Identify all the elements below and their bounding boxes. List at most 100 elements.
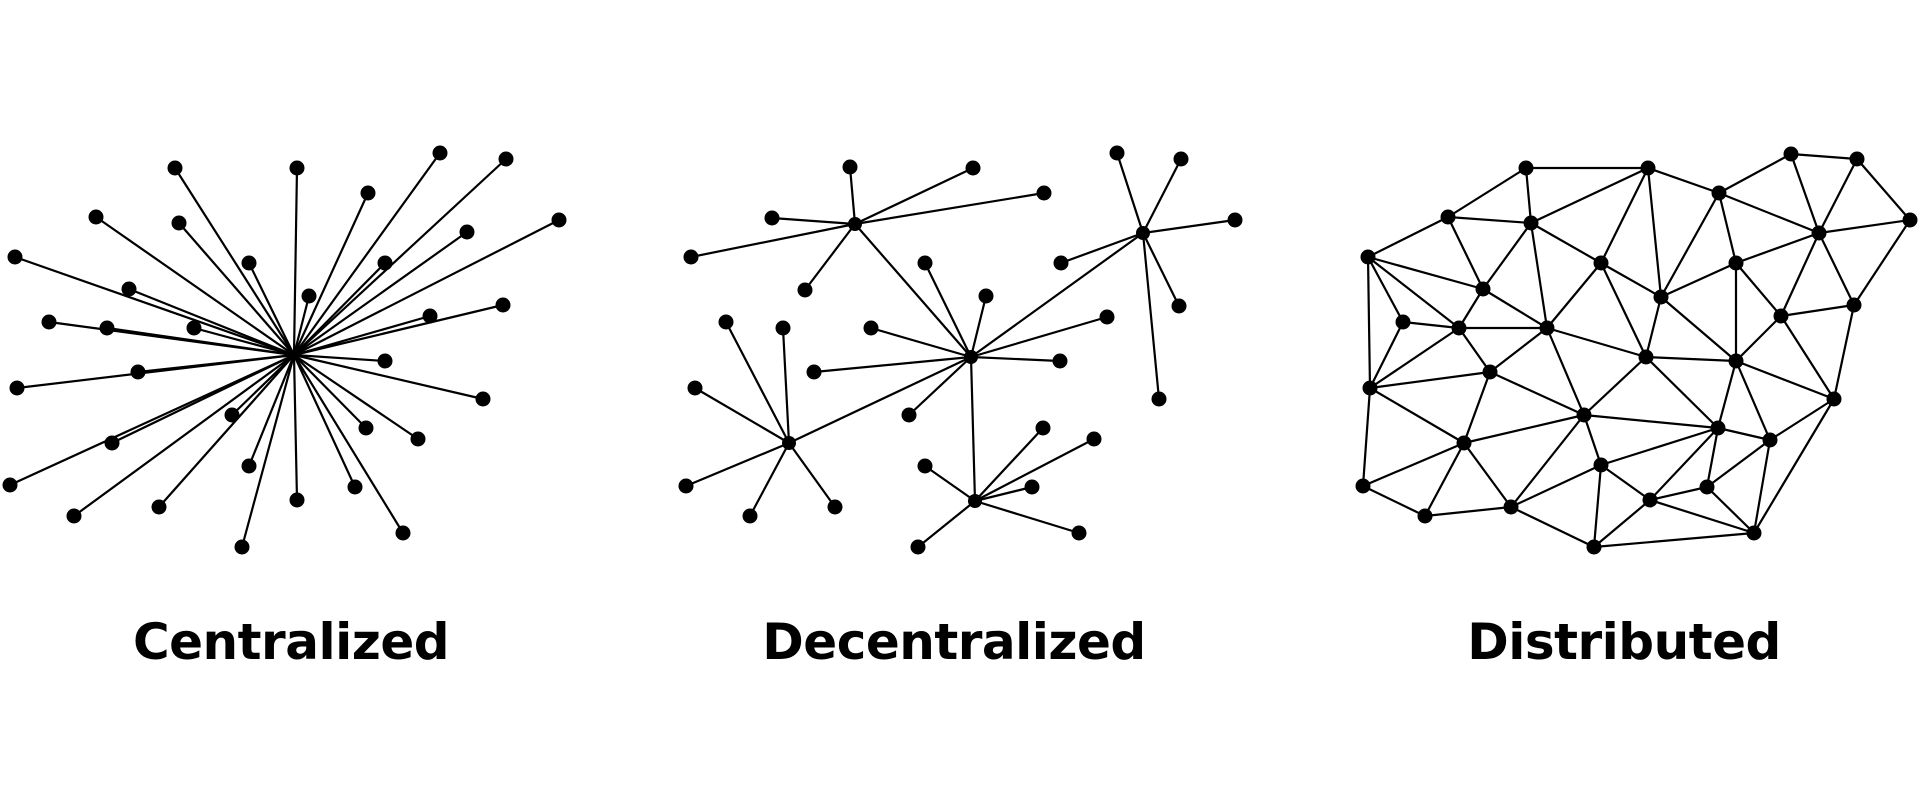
network-node (1440, 209, 1456, 225)
network-edge (1462, 370, 1492, 445)
network-node (360, 185, 376, 201)
network-edge (292, 191, 370, 357)
network-edge (192, 326, 296, 357)
network-node (1518, 160, 1534, 176)
network-node (475, 391, 491, 407)
network-node (1523, 215, 1539, 231)
network-edge (803, 222, 857, 292)
network-edge (1592, 463, 1603, 549)
network-edge (1115, 151, 1145, 235)
network-edge (247, 261, 296, 357)
network-edge (1457, 287, 1485, 330)
network-edge (292, 261, 387, 357)
network-edge (684, 441, 791, 488)
decentralized-network (678, 145, 1243, 555)
network-edge (1545, 261, 1603, 330)
network-node (1539, 320, 1555, 336)
network-node (797, 282, 813, 298)
decentralized-label: Decentralized (762, 613, 1146, 671)
network-node (1773, 308, 1789, 324)
network-edge (1366, 255, 1405, 324)
network-node (1640, 160, 1656, 176)
network-node (1360, 249, 1376, 265)
network-edge (292, 353, 420, 441)
network-node (1503, 499, 1519, 515)
network-node (1109, 145, 1125, 161)
network-node (1227, 212, 1243, 228)
network-edge (1817, 157, 1859, 235)
network-node (1711, 185, 1727, 201)
network-edge (1529, 221, 1549, 330)
network-node (910, 539, 926, 555)
network-node (1762, 432, 1778, 448)
network-edge (1366, 215, 1450, 259)
network-edge (1659, 191, 1721, 299)
network-edge (15, 353, 296, 390)
network-edge (1717, 191, 1738, 265)
hub-node (968, 494, 982, 508)
network-edge (1734, 359, 1772, 442)
network-node (1482, 364, 1498, 380)
network-edge (292, 353, 485, 401)
network-edge (748, 441, 791, 518)
network-node (1728, 353, 1744, 369)
network-edge (1509, 505, 1596, 549)
network-node (422, 308, 438, 324)
network-node (1783, 146, 1799, 162)
network-edge (292, 353, 299, 502)
network-edge (1545, 326, 1648, 359)
network-edge (923, 261, 973, 359)
network-edge (1524, 166, 1533, 225)
network-edge (1462, 441, 1513, 509)
network-node (1642, 492, 1658, 508)
network-edge (292, 353, 405, 535)
network-edge (1446, 215, 1533, 225)
network-node (1699, 479, 1715, 495)
network-node (1151, 391, 1167, 407)
network-node (1173, 151, 1189, 167)
network-edge (853, 166, 975, 226)
network-edge (787, 355, 973, 445)
network-node (495, 297, 511, 313)
network-node (1593, 457, 1609, 473)
network-node (842, 159, 858, 175)
centralized-network (2, 145, 567, 555)
network-edge (1855, 157, 1912, 222)
network-edge (1481, 287, 1549, 330)
network-edge (173, 166, 296, 357)
network-edge (969, 294, 988, 359)
network-edge (1717, 191, 1821, 235)
network-node (742, 508, 758, 524)
network-node (151, 499, 167, 515)
network-node (1826, 391, 1842, 407)
network-edge (1779, 314, 1836, 401)
network-node (1036, 185, 1052, 201)
network-node (1576, 407, 1592, 423)
network-edge (1509, 413, 1586, 509)
network-edge (1488, 326, 1549, 374)
network-node (1586, 539, 1602, 555)
network-node (775, 320, 791, 336)
network-node (377, 353, 393, 369)
network-node (1171, 298, 1187, 314)
network-edge (1817, 231, 1856, 307)
network-node (241, 458, 257, 474)
network-node (917, 255, 933, 271)
network-edge (1141, 231, 1161, 401)
network-node (377, 255, 393, 271)
network-node (289, 160, 305, 176)
network-edge (1648, 498, 1756, 535)
network-edge (292, 230, 469, 357)
network-node (459, 224, 475, 240)
network-edge (969, 355, 1062, 363)
network-edge (292, 303, 505, 357)
network-node (498, 151, 514, 167)
network-edge (1599, 166, 1650, 265)
network-edge (1659, 295, 1738, 363)
network-node (104, 435, 120, 451)
network-edge (157, 353, 296, 509)
network-node (1638, 349, 1654, 365)
network-edge (177, 221, 296, 357)
network-edge (72, 353, 296, 518)
hub-node (782, 436, 796, 450)
